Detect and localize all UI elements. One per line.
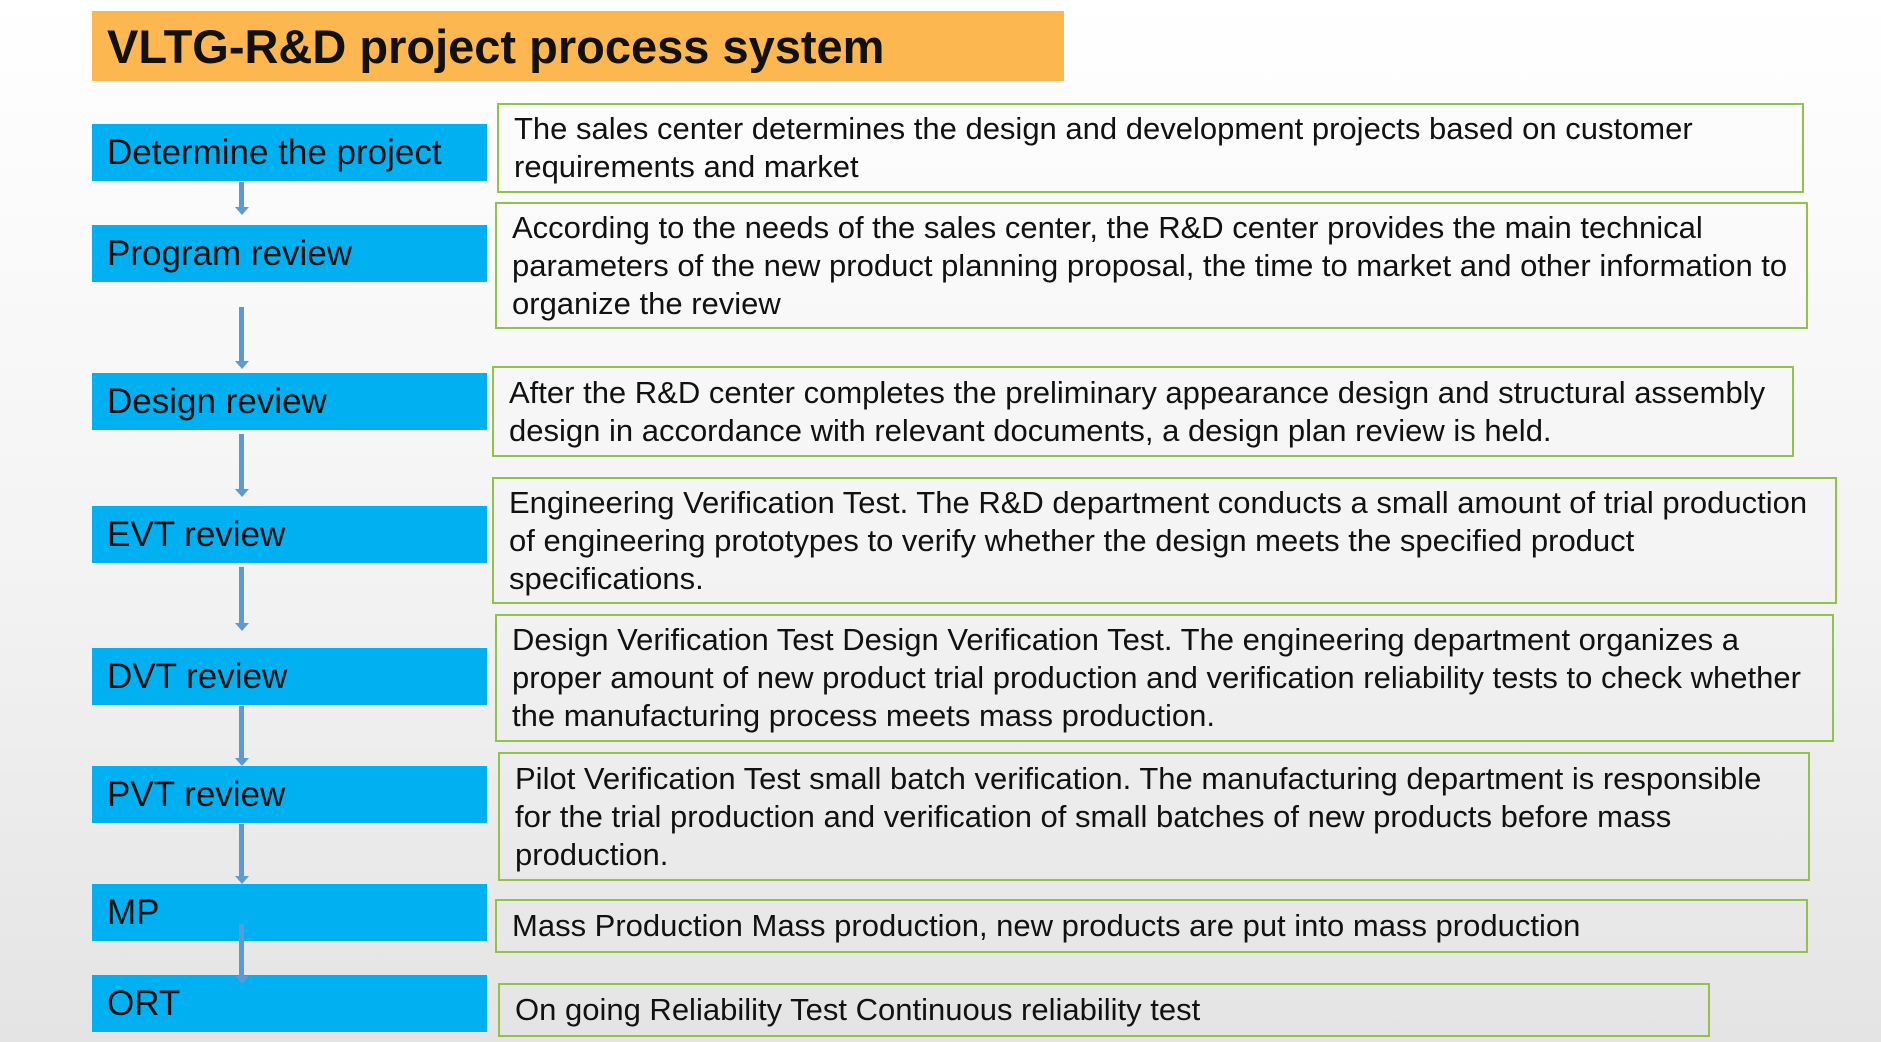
description-text: After the R&D center completes the preli… [509,374,1766,448]
description-text: Engineering Verification Test. The R&D d… [509,484,1808,596]
description-text: On going Reliability Test Continuous rel… [515,992,1201,1027]
down-arrow-icon [234,924,250,984]
description-text: The sales center determines the design a… [514,111,1693,184]
step-label: ORT [107,983,181,1023]
description-text: Pilot Verification Test small batch veri… [515,760,1762,872]
step-determine-project: Determine the project [92,124,487,181]
step-label: EVT review [107,514,286,554]
step-evt-review: EVT review [92,506,487,563]
step-ort: ORT [92,975,487,1032]
step-label: PVT review [107,774,286,814]
description-text: Mass Production Mass production, new pro… [512,908,1581,943]
down-arrow-icon [234,307,250,369]
description-box-determine-project: The sales center determines the design a… [497,103,1804,193]
description-text: Design Verification Test Design Verifica… [512,622,1801,733]
page-title: VLTG-R&D project process system [107,19,885,73]
description-text: According to the needs of the sales cent… [512,209,1788,321]
down-arrow-icon [234,824,250,884]
down-arrow-icon [234,567,250,631]
step-label: DVT review [107,656,288,696]
description-box-program-review: According to the needs of the sales cent… [495,202,1808,329]
title-banner: VLTG-R&D project process system [92,11,1064,81]
step-design-review: Design review [92,373,487,430]
down-arrow-icon [234,706,250,766]
step-dvt-review: DVT review [92,648,487,705]
description-box-design-review: After the R&D center completes the preli… [492,366,1794,457]
description-box-pvt-review: Pilot Verification Test small batch veri… [498,752,1810,881]
step-pvt-review: PVT review [92,766,487,823]
step-mp: MP [92,884,487,941]
description-box-evt-review: Engineering Verification Test. The R&D d… [492,477,1837,604]
step-label: Determine the project [107,132,442,172]
down-arrow-icon [234,182,250,215]
description-box-mp: Mass Production Mass production, new pro… [495,899,1808,953]
down-arrow-icon [234,434,250,497]
step-label: Program review [107,233,353,273]
step-program-review: Program review [92,225,487,282]
description-box-dvt-review: Design Verification Test Design Verifica… [495,614,1834,742]
step-label: MP [107,892,160,932]
step-label: Design review [107,381,327,421]
description-box-ort: On going Reliability Test Continuous rel… [498,983,1710,1037]
